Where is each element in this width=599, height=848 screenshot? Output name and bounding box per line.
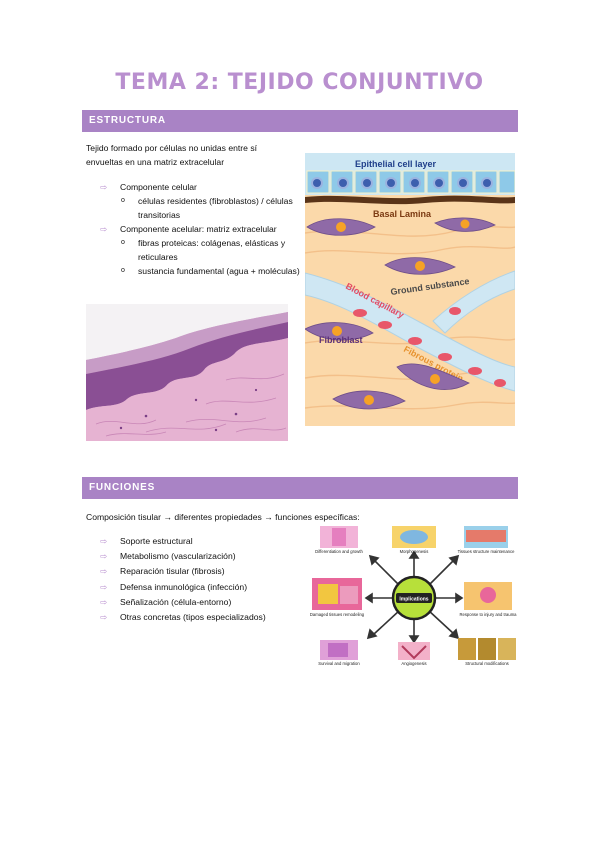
list-item: ⇨Reparación tisular (fibrosis) (100, 564, 266, 579)
label-basal: Basal Lamina (373, 209, 432, 219)
list-item: ⇨Soporte estructural (100, 534, 266, 549)
arrow-icon: ⇨ (100, 182, 108, 192)
section-header-funciones: FUNCIONES (82, 477, 518, 499)
section-header-estructura: ESTRUCTURA (82, 110, 518, 132)
bullet-icon: o (121, 197, 125, 204)
arrow-icon: ⇨ (100, 566, 108, 577)
label-epithelial: Epithelial cell layer (355, 159, 437, 169)
caption-angiogenesis: Angiogenesis (401, 661, 426, 666)
bullet-icon: o (121, 267, 125, 274)
caption-tissue: Tissues structure maintenance (458, 549, 516, 554)
caption-response: Response to injury and trauma (459, 612, 517, 617)
arrow-icon: ⇨ (100, 551, 108, 562)
estructura-intro: Tejido formado por células no unidas ent… (86, 143, 258, 167)
arrow-icon: ⇨ (100, 224, 108, 234)
list-item: ⇨Defensa inmunológica (infección) (100, 580, 266, 595)
list-item: ⇨ Componente acelular: matriz extracelul… (100, 224, 300, 278)
funciones-intro: Composición tisular → diferentes propied… (86, 512, 360, 522)
list-item: ⇨Otras concretas (tipos especializados) (100, 610, 266, 625)
connective-tissue-diagram: Epithelial cell layer Basal Lamina Blood… (305, 153, 515, 426)
caption-structural: Structural modifications (465, 661, 509, 666)
arrow-icon: ⇨ (100, 536, 108, 546)
funciones-list: ⇨Soporte estructural ⇨Metabolismo (vascu… (100, 534, 266, 625)
label-fibroblast: Fibroblast (319, 335, 363, 345)
list-item: ⇨Metabolismo (vascularización) (100, 549, 266, 564)
arrow-icon: ⇨ (100, 596, 108, 607)
caption-survival: Survival and migration (318, 661, 360, 666)
bullet-icon: o (121, 239, 125, 246)
arrow-icon: ⇨ (100, 612, 108, 623)
caption-morphogenesis: Morphogenesis (400, 549, 429, 554)
histology-micrograph (86, 304, 288, 441)
caption-differentiation: Differentiation and growth (315, 549, 363, 554)
arrow-icon: ⇨ (100, 581, 108, 592)
implications-diagram: Implications Differentiation and growth … (308, 522, 520, 670)
list-item: ⇨Señalización (célula-entorno) (100, 595, 266, 610)
page-title: TEMA 2: TEJIDO CONJUNTIVO (115, 70, 484, 95)
caption-damaged: Damaged tissues remodeling (310, 612, 365, 617)
implications-center-label: Implications (399, 597, 428, 603)
